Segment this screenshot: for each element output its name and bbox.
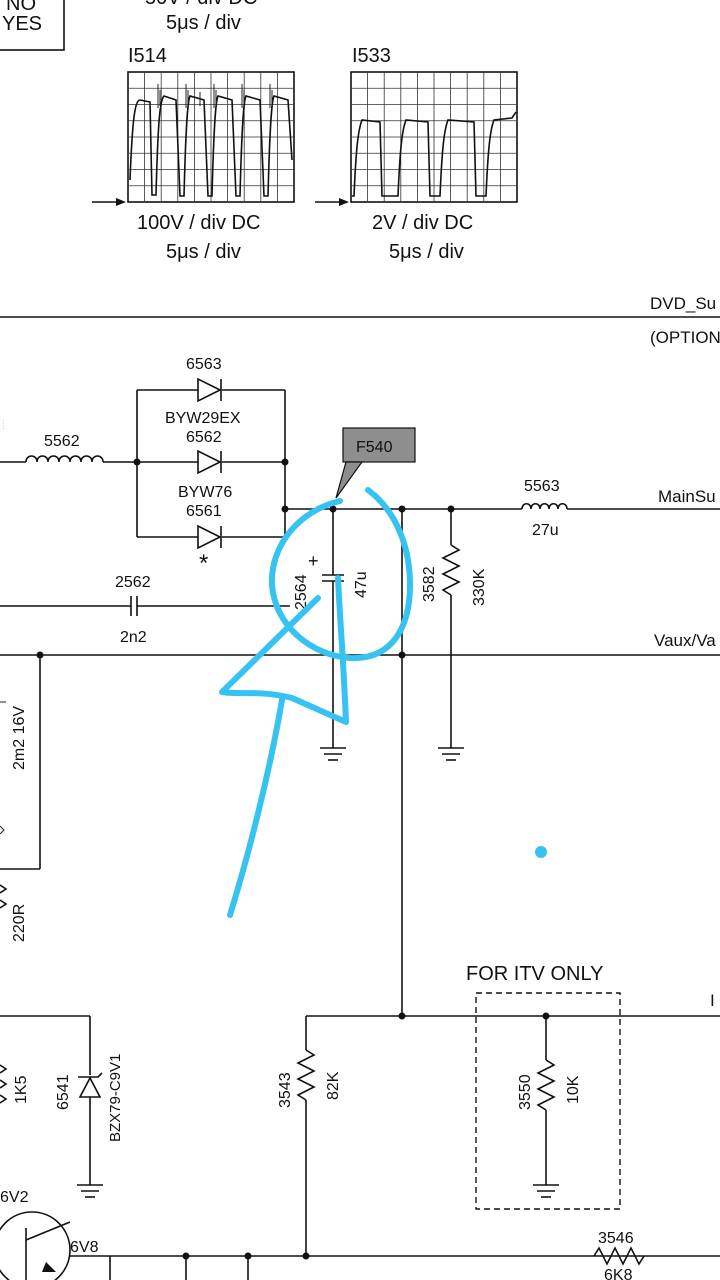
- scope-top-scale-label: 50V / div DC: [145, 0, 257, 9]
- scope-i514-id: I514: [128, 45, 167, 67]
- zener-6541-type: BZX79-C9V1: [107, 1054, 124, 1142]
- diode-6561: [197, 524, 222, 550]
- inductor-5562: [25, 455, 104, 463]
- ground-symbol-1: [320, 747, 346, 761]
- capacitor-2564-ref: 2564: [293, 574, 310, 610]
- voltage-6v8-label: 6V8: [70, 1239, 99, 1256]
- resistor-3550: [536, 1059, 556, 1111]
- scope-i514: I514 100V / div DC 5μs / div: [92, 45, 295, 263]
- resistor-3543-ref: 3543: [277, 1072, 294, 1108]
- annotation-dot: [535, 846, 547, 858]
- resistor-220r-value: 220R: [11, 904, 28, 942]
- capacitor-2562-ref: 2562: [115, 574, 151, 591]
- hand-annotation-circle-arrow: [219, 487, 413, 918]
- inductor-5563: [521, 502, 568, 510]
- annotation-arrow: [219, 575, 349, 918]
- itv-only-title: FOR ITV ONLY: [466, 963, 603, 985]
- resistor-3546-ref: 3546: [598, 1230, 634, 1247]
- net-option-label: (OPTION: [650, 328, 720, 347]
- resistor-3582: [441, 544, 461, 596]
- option-select-box: [0, 0, 65, 51]
- diode-6561-ref: 6561: [186, 503, 222, 520]
- ground-symbol-4: [533, 1184, 559, 1198]
- diode-6562-ref: 6562: [186, 429, 222, 446]
- scope-top-time-label: 5μs / div: [166, 12, 241, 34]
- transistor-symbol: [0, 1211, 71, 1280]
- net-vaux-label: Vaux/Va: [654, 631, 716, 650]
- resistor-1k5-value: 1K5: [13, 1075, 30, 1104]
- diode-6563-type: BYW29EX: [165, 410, 241, 427]
- scope-i533-time: 5μs / div: [389, 241, 464, 263]
- testpoint-f540-label: F540: [356, 439, 393, 456]
- ground-symbol-3: [77, 1184, 103, 1198]
- scope-i533-trace: [352, 111, 517, 197]
- capacitor-2564-value: 47u: [353, 571, 370, 598]
- scope-i533-grid: [351, 72, 517, 202]
- net-right-cut-label: I: [710, 991, 715, 1010]
- zener-6541-ref: 6541: [55, 1074, 72, 1110]
- scope-i514-scale: 100V / div DC: [137, 212, 260, 234]
- capacitor-2562: [130, 596, 138, 616]
- diode-6563-ref: 6563: [186, 356, 222, 373]
- resistor-3582-ref: 3582: [421, 566, 438, 602]
- scope-i533-id: I533: [352, 45, 391, 67]
- net-mainsu-label: MainSu: [658, 487, 716, 506]
- scope-i533: I533 2V / div DC 5μs / div: [315, 45, 518, 263]
- inductor-5562-ref: 5562: [44, 433, 80, 450]
- inductor-5563-ref: 5563: [524, 478, 560, 495]
- capacitor-2564-plus: +: [308, 551, 319, 571]
- option-yes-label: YES: [2, 13, 42, 35]
- diode-6562: [197, 449, 222, 475]
- annotation-circle: [268, 487, 413, 662]
- resistor-3582-value: 330K: [471, 568, 488, 606]
- resistor-3546-value: 6K8: [604, 1267, 633, 1280]
- net-dvd-label: DVD_Su: [650, 294, 716, 313]
- resistor-3543: [296, 1049, 316, 1101]
- scope-i514-time: 5μs / div: [166, 241, 241, 263]
- resistor-3550-ref: 3550: [517, 1074, 534, 1110]
- itv-only-box: [475, 992, 621, 1210]
- diode-6561-star: *: [199, 550, 208, 577]
- scope-i514-trace: [129, 95, 293, 197]
- zener-6541: [78, 1072, 103, 1098]
- diode-6563: [197, 377, 222, 403]
- resistor-3543-value: 82K: [325, 1071, 342, 1100]
- inductor-5563-value: 27u: [532, 522, 559, 539]
- capacitor-2562-value: 2n2: [120, 629, 147, 646]
- ground-symbol-2: [438, 747, 464, 761]
- resistor-3546: [593, 1246, 645, 1266]
- scope-i533-scale: 2V / div DC: [372, 212, 473, 234]
- voltage-6v2-label: 6V2: [0, 1189, 29, 1206]
- option-no-label: NO: [6, 0, 36, 15]
- capacitor-left-value: 2m2 16V: [11, 706, 28, 770]
- resistor-3550-value: 10K: [565, 1075, 582, 1104]
- edge-faint-text: ....: [0, 419, 7, 430]
- testpoint-f540: F540: [335, 427, 416, 499]
- diode-6562-type: BYW76: [178, 484, 232, 501]
